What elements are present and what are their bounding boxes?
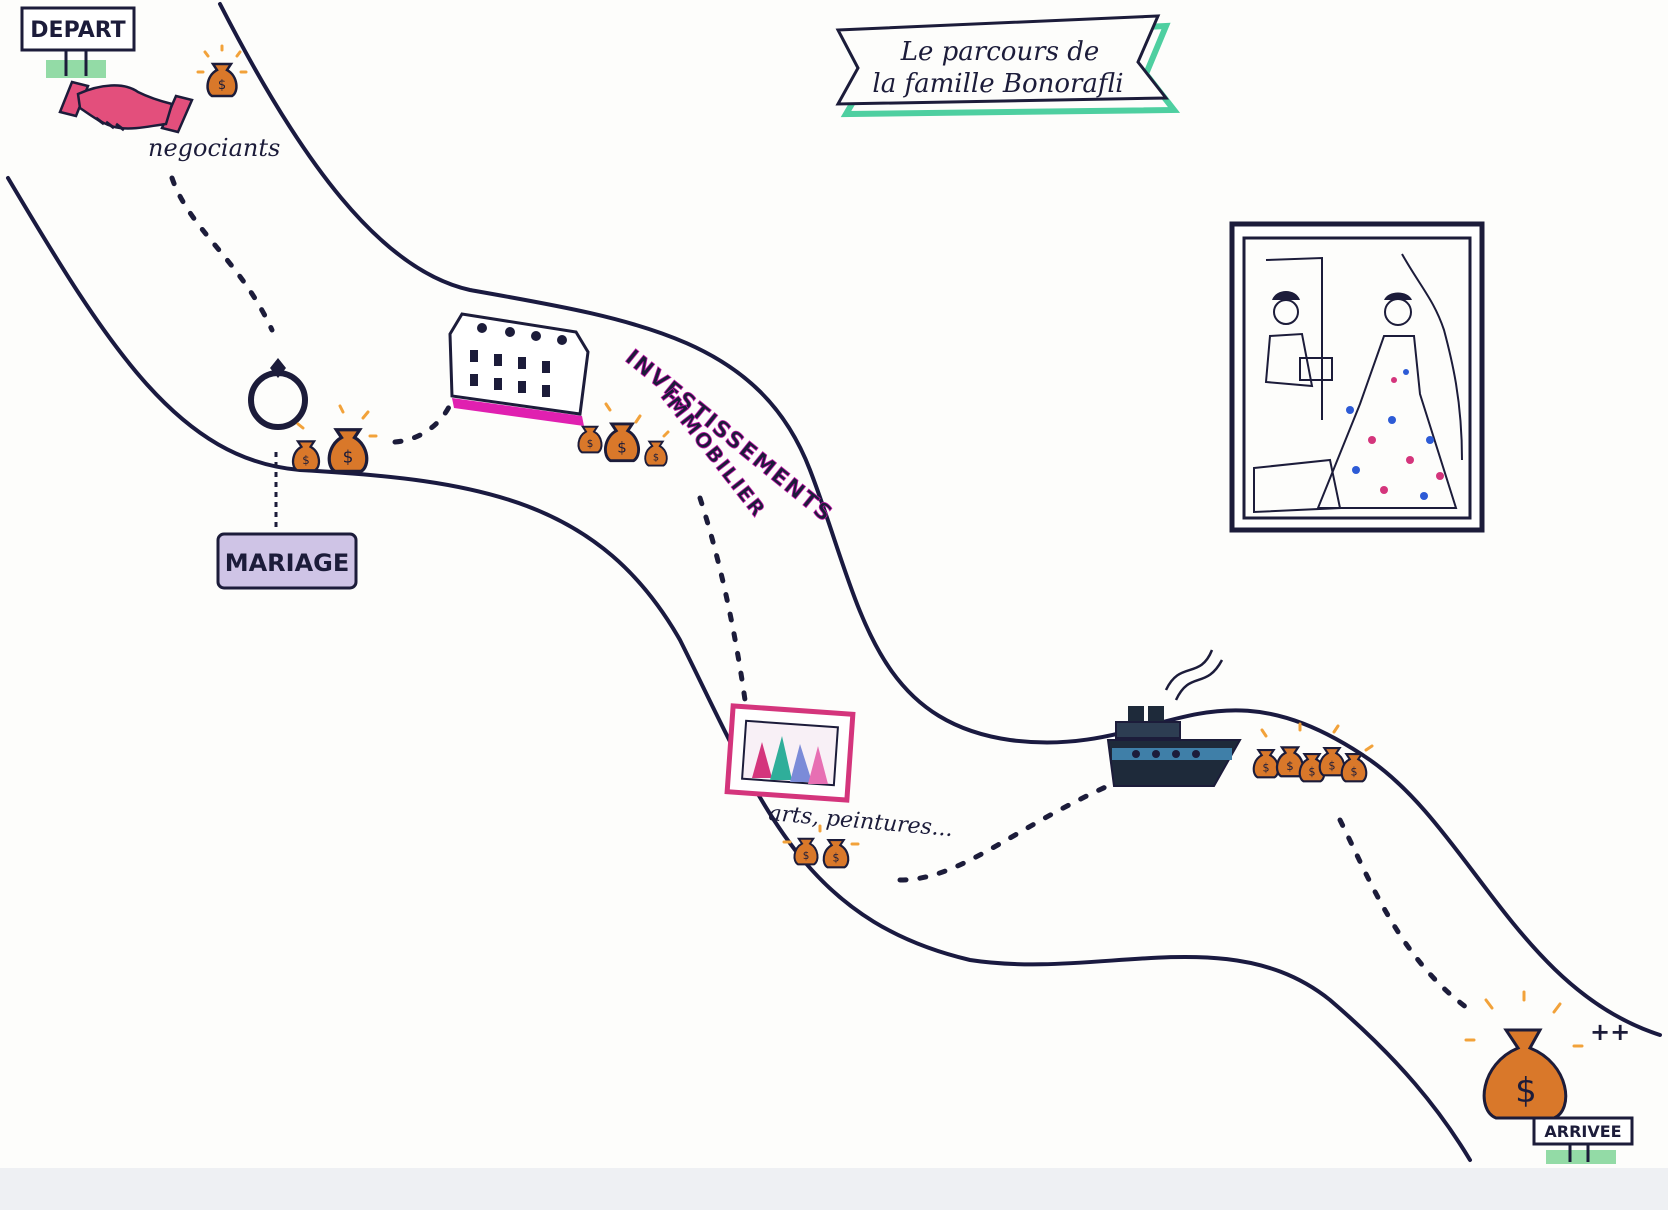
title-line-1: Le parcours de [900,37,1100,67]
start-sign: DEPART [22,8,134,78]
title-line-2: la famille Bonorafli [872,69,1123,99]
ring-icon [251,358,305,427]
arts-caption: arts, peintures... [767,801,953,842]
portrait-painting-icon [1232,224,1482,530]
building-icon [450,314,588,426]
money-bag-icon [198,46,246,96]
finish-plus: ++ [1590,1018,1630,1046]
dotted-path-5 [1340,820,1470,1010]
investment-label: INVESTISSEMENTS IMMOBILIER [620,345,837,528]
finish-label: ARRIVEE [1544,1122,1621,1141]
svg-text:INVESTISSEMENTS: INVESTISSEMENTS [620,345,837,528]
start-label: DEPART [30,18,125,43]
svg-text:$: $ [1515,1071,1537,1111]
handshake-icon [60,82,192,132]
title-banner: Le parcours de la famille Bonorafli [838,16,1174,114]
wedding-box: MARIAGE [218,534,356,588]
negociants-caption: negociants [148,134,280,162]
ship-money-bags [1254,724,1372,781]
dotted-path-1 [172,178,272,330]
finish-sign: ARRIVEE [1534,1118,1632,1164]
dotted-path-3 [700,498,745,700]
wedding-label: MARIAGE [225,549,350,577]
dotted-path-2 [395,405,450,442]
scan-edge [0,1168,1668,1210]
painting-icon [727,706,853,800]
wedding-money-bags [293,406,376,471]
building-money-bags [578,404,668,466]
money-bag-icon: $ [1466,992,1582,1118]
